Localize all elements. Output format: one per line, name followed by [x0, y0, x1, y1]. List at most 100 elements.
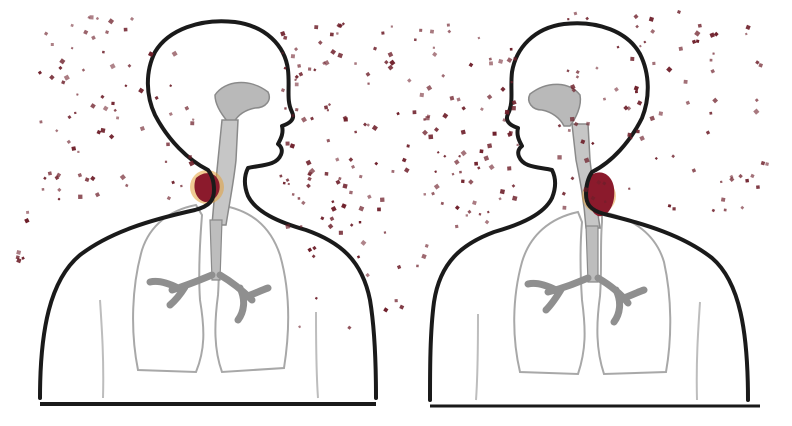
droplet [116, 116, 119, 119]
droplet [354, 62, 357, 65]
droplet [461, 180, 465, 184]
droplet [510, 48, 513, 51]
droplet [102, 51, 105, 54]
droplet [283, 182, 286, 185]
droplet [324, 105, 328, 109]
droplet [339, 231, 343, 235]
droplet [416, 265, 419, 268]
droplet [505, 110, 510, 115]
droplet [288, 183, 290, 185]
droplet [423, 193, 426, 196]
droplet [284, 107, 286, 109]
droplet [428, 134, 433, 139]
droplet [557, 155, 561, 159]
droplet [413, 110, 417, 114]
droplet [493, 132, 497, 136]
droplet [698, 24, 702, 28]
droplet [636, 130, 640, 134]
droplet [377, 208, 381, 212]
droplet [659, 111, 664, 116]
droplet [325, 172, 329, 176]
droplet [679, 47, 683, 51]
droplet [630, 57, 634, 61]
droplet [500, 189, 505, 194]
droplet [466, 214, 468, 216]
droplet [297, 64, 301, 68]
droplet [391, 26, 393, 28]
droplet [26, 211, 29, 214]
droplet [300, 225, 303, 228]
droplet [166, 143, 170, 147]
trachea [210, 220, 222, 280]
droplet [180, 185, 182, 187]
droplet [420, 93, 425, 98]
droplet [455, 225, 459, 229]
droplet [474, 162, 478, 166]
droplet [513, 57, 517, 61]
droplet [100, 128, 105, 133]
droplet [308, 67, 311, 70]
droplet [188, 155, 191, 158]
droplet [433, 47, 435, 49]
droplet [425, 116, 429, 120]
droplet [111, 102, 114, 105]
droplet [295, 83, 299, 87]
droplet [286, 142, 290, 146]
droplet [71, 146, 76, 151]
droplet [567, 18, 569, 20]
droplet [349, 191, 353, 195]
droplet [344, 117, 348, 121]
right-person-trachea [586, 226, 598, 282]
droplet [511, 81, 513, 83]
droplet [279, 175, 282, 178]
droplet [756, 185, 760, 189]
droplet [712, 52, 714, 54]
droplet [628, 188, 630, 190]
droplet [39, 120, 42, 123]
droplet [285, 224, 290, 229]
droplet [330, 33, 334, 37]
droplet [710, 59, 713, 62]
droplet [327, 109, 329, 111]
droplet [430, 30, 434, 34]
droplet [298, 197, 301, 200]
droplet [479, 213, 482, 216]
droplet [414, 38, 417, 41]
droplet [74, 112, 76, 114]
droplet [395, 299, 398, 302]
droplet [381, 31, 384, 34]
droplet [359, 221, 361, 223]
droplet [447, 24, 450, 27]
droplet [709, 112, 712, 115]
droplet [570, 117, 575, 122]
droplet [562, 206, 566, 210]
droplet [627, 133, 631, 137]
droplet [314, 25, 318, 29]
droplet [489, 61, 493, 65]
droplet [380, 198, 385, 203]
droplet [720, 181, 723, 184]
droplet [77, 151, 79, 153]
droplet [672, 207, 675, 210]
droplet [295, 108, 298, 111]
droplet [391, 170, 394, 173]
droplet [459, 171, 462, 174]
droplet [367, 83, 369, 85]
droplet [406, 144, 409, 147]
droplet [291, 54, 295, 58]
droplet [124, 28, 128, 32]
droplet [78, 195, 82, 199]
droplet [51, 43, 54, 46]
droplet [586, 122, 590, 126]
droplet [507, 166, 511, 170]
droplet [354, 131, 357, 134]
droplet [512, 106, 516, 110]
droplet [479, 149, 483, 153]
droplet [190, 121, 194, 125]
droplet [487, 143, 492, 148]
droplet [721, 197, 726, 202]
droplet [745, 179, 749, 183]
droplet [652, 62, 655, 65]
